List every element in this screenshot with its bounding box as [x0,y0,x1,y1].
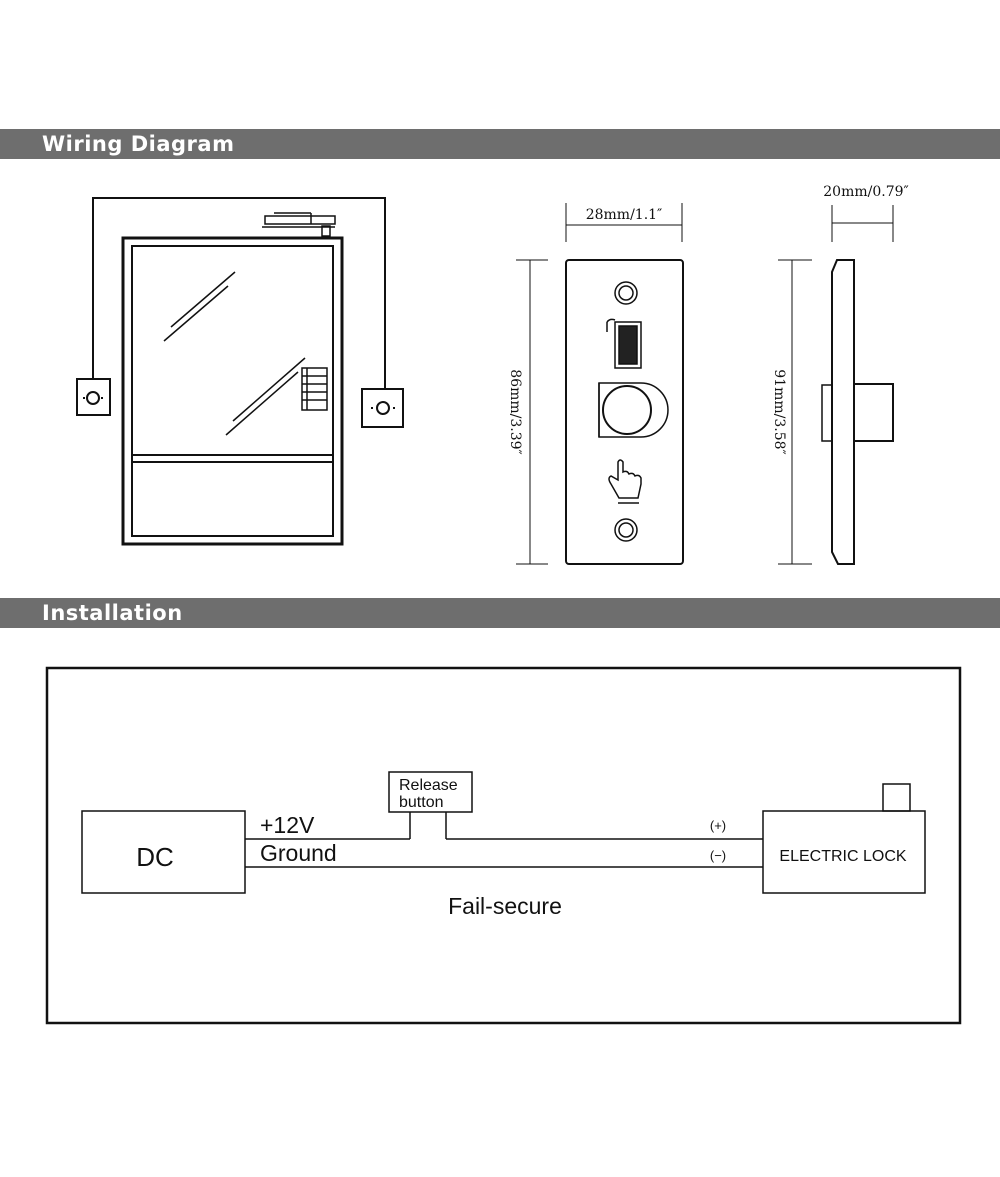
front-width-label: 28mm/1.1″ [586,207,663,223]
faceplate-outline [565,259,684,565]
front-height-label: 86mm/3.39″ [507,369,523,454]
side-view-drawing [778,205,894,565]
side-height-label: 91mm/3.58″ [771,369,787,454]
electric-lock-label: ELECTRIC LOCK [779,848,906,865]
plus-12v-label: +12V [260,812,315,838]
side-profile [821,259,894,565]
front-width-dimension [565,203,683,242]
handle-icon [301,367,328,411]
positive-marker: (+) [710,818,726,833]
installation-title: Installation [42,601,183,625]
front-view-drawing [516,203,684,565]
front-height-dimension [516,259,548,565]
wire-loop [92,197,386,389]
negative-marker: (−) [710,848,726,863]
right-exit-button-icon [361,388,404,428]
installation-frame [45,666,962,1025]
top-screw-icon [614,281,638,305]
circuit-wires [245,812,763,868]
hand-pointer-icon [608,459,642,504]
release-button-box [388,771,473,813]
exit-button-icon [598,382,669,438]
key-switch-icon [606,318,642,369]
lock-icon [262,212,336,237]
door-wiring-illustration [76,197,404,546]
release-button-label-line2: button [399,794,443,811]
lock-terminal-icon [882,783,911,812]
installation-header: Installation [0,598,1000,628]
fail-secure-label: Fail-secure [448,893,562,919]
side-depth-label: 20mm/0.79″ [823,184,908,200]
dc-source-box [81,810,246,894]
dc-label: DC [136,842,174,872]
wiring-diagram-title: Wiring Diagram [42,132,235,156]
left-exit-button-icon [76,378,111,416]
side-height-dimension [778,259,812,565]
bottom-screw-icon [614,518,638,542]
electric-lock-box [762,810,926,894]
wiring-diagram-header: Wiring Diagram [0,129,1000,159]
release-button-label-line1: Release [399,777,458,794]
door-icon [121,236,344,546]
side-depth-dimension [831,205,894,242]
ground-label: Ground [260,840,337,866]
